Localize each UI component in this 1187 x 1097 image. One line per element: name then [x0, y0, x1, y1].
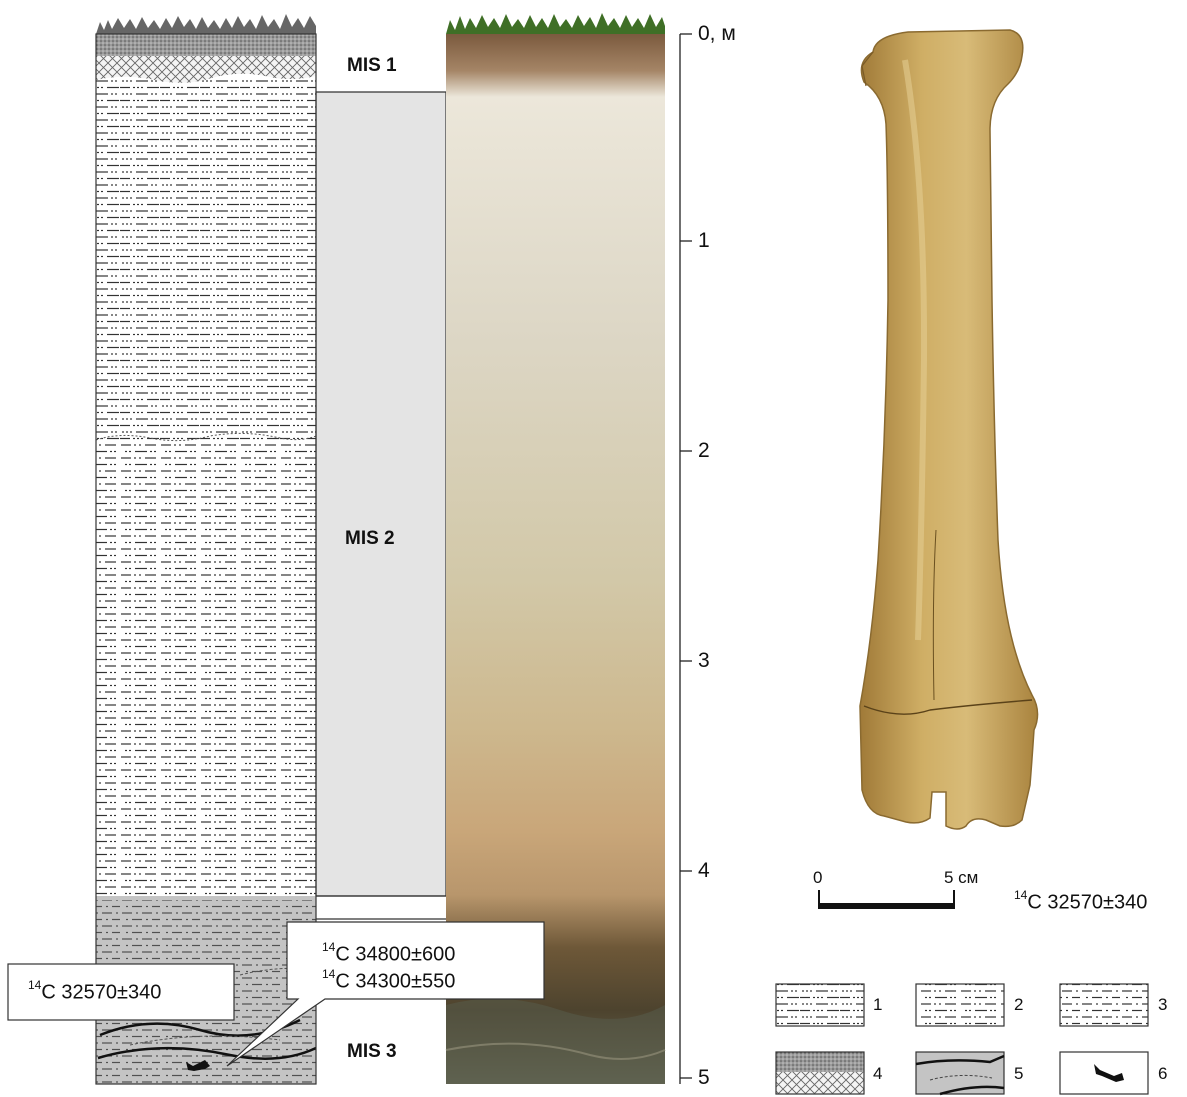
legend-label-1: 1 — [873, 995, 882, 1015]
date-right-2: 14C 34300±550 — [322, 969, 455, 994]
legend-swatch-1 — [776, 984, 864, 1026]
scale-bar-start: 0 — [813, 868, 822, 888]
mis2-label: MIS 2 — [345, 528, 395, 550]
depth-tick-2: 2 — [698, 439, 710, 463]
legend-swatch-5 — [916, 1052, 1004, 1094]
mis3-label: MIS 3 — [347, 1041, 397, 1063]
scale-bar — [818, 890, 955, 906]
scale-bar-end: 5 см — [944, 868, 978, 888]
legend — [776, 984, 1148, 1094]
date-bone: 14C 32570±340 — [1014, 890, 1147, 915]
legend-swatch-6 — [1060, 1052, 1148, 1094]
mis2-correlation-band — [316, 92, 446, 896]
depth-tick-3: 3 — [698, 649, 710, 673]
legend-label-5: 5 — [1014, 1064, 1023, 1084]
metapodial-bone-photo — [860, 30, 1038, 829]
legend-label-4: 4 — [873, 1064, 882, 1084]
legend-swatch-3 — [1060, 984, 1148, 1026]
legend-label-2: 2 — [1014, 995, 1023, 1015]
mis1-label: MIS 1 — [347, 55, 397, 77]
legend-swatch-2 — [916, 984, 1004, 1026]
legend-label-3: 3 — [1158, 995, 1167, 1015]
legend-label-6: 6 — [1158, 1064, 1167, 1084]
depth-tick-0: 0, м — [698, 22, 736, 46]
lithology-column — [96, 14, 316, 1084]
depth-scale — [680, 34, 692, 1084]
depth-tick-4: 4 — [698, 859, 710, 883]
date-left: 14C 32570±340 — [28, 980, 161, 1005]
depth-tick-5: 5 — [698, 1066, 710, 1090]
depth-tick-1: 1 — [698, 229, 710, 253]
date-right-1: 14C 34800±600 — [322, 942, 455, 967]
legend-swatch-4 — [776, 1052, 864, 1094]
